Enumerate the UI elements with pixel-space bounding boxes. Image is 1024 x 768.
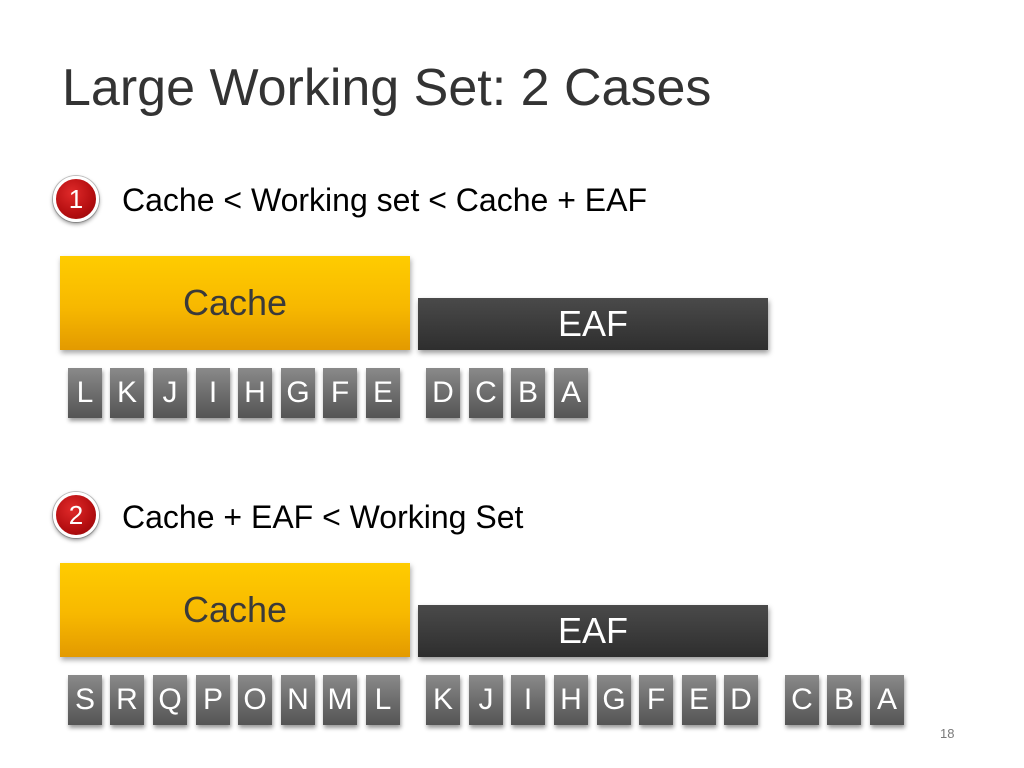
block-case2-14: E bbox=[682, 675, 716, 725]
block-case1-0: L bbox=[68, 368, 102, 418]
case-1-cache-box: Cache bbox=[60, 256, 410, 350]
block-case1-5: G bbox=[281, 368, 315, 418]
block-case1-10: B bbox=[511, 368, 545, 418]
block-case1-11: A bbox=[554, 368, 588, 418]
block-case1-9: C bbox=[469, 368, 503, 418]
block-case2-8: K bbox=[426, 675, 460, 725]
case-1-badge: 1 bbox=[53, 176, 99, 222]
block-case2-17: B bbox=[827, 675, 861, 725]
block-case2-5: N bbox=[281, 675, 315, 725]
block-case1-3: I bbox=[196, 368, 230, 418]
block-case2-3: P bbox=[196, 675, 230, 725]
block-case1-4: H bbox=[238, 368, 272, 418]
block-case2-4: O bbox=[238, 675, 272, 725]
block-case2-13: F bbox=[639, 675, 673, 725]
case-2-text: Cache + EAF < Working Set bbox=[122, 499, 524, 535]
case-1-eaf-box: EAF bbox=[418, 298, 768, 350]
block-case2-11: H bbox=[554, 675, 588, 725]
block-case2-15: D bbox=[724, 675, 758, 725]
block-case2-6: M bbox=[323, 675, 357, 725]
block-case2-12: G bbox=[597, 675, 631, 725]
slide-number: 18 bbox=[940, 726, 955, 741]
block-case2-2: Q bbox=[153, 675, 187, 725]
slide-title: Large Working Set: 2 Cases bbox=[62, 59, 712, 117]
case-2-eaf-box: EAF bbox=[418, 605, 768, 657]
block-case1-6: F bbox=[323, 368, 357, 418]
case-1-text: Cache < Working set < Cache + EAF bbox=[122, 182, 647, 218]
block-case2-18: A bbox=[870, 675, 904, 725]
block-case1-7: E bbox=[366, 368, 400, 418]
block-case1-1: K bbox=[110, 368, 144, 418]
case-2-badge: 2 bbox=[53, 492, 99, 538]
block-case2-10: I bbox=[511, 675, 545, 725]
case-2-cache-box: Cache bbox=[60, 563, 410, 657]
block-case1-8: D bbox=[426, 368, 460, 418]
block-case1-2: J bbox=[153, 368, 187, 418]
block-case2-0: S bbox=[68, 675, 102, 725]
block-case2-9: J bbox=[469, 675, 503, 725]
block-case2-1: R bbox=[110, 675, 144, 725]
block-case2-16: C bbox=[785, 675, 819, 725]
block-case2-7: L bbox=[366, 675, 400, 725]
